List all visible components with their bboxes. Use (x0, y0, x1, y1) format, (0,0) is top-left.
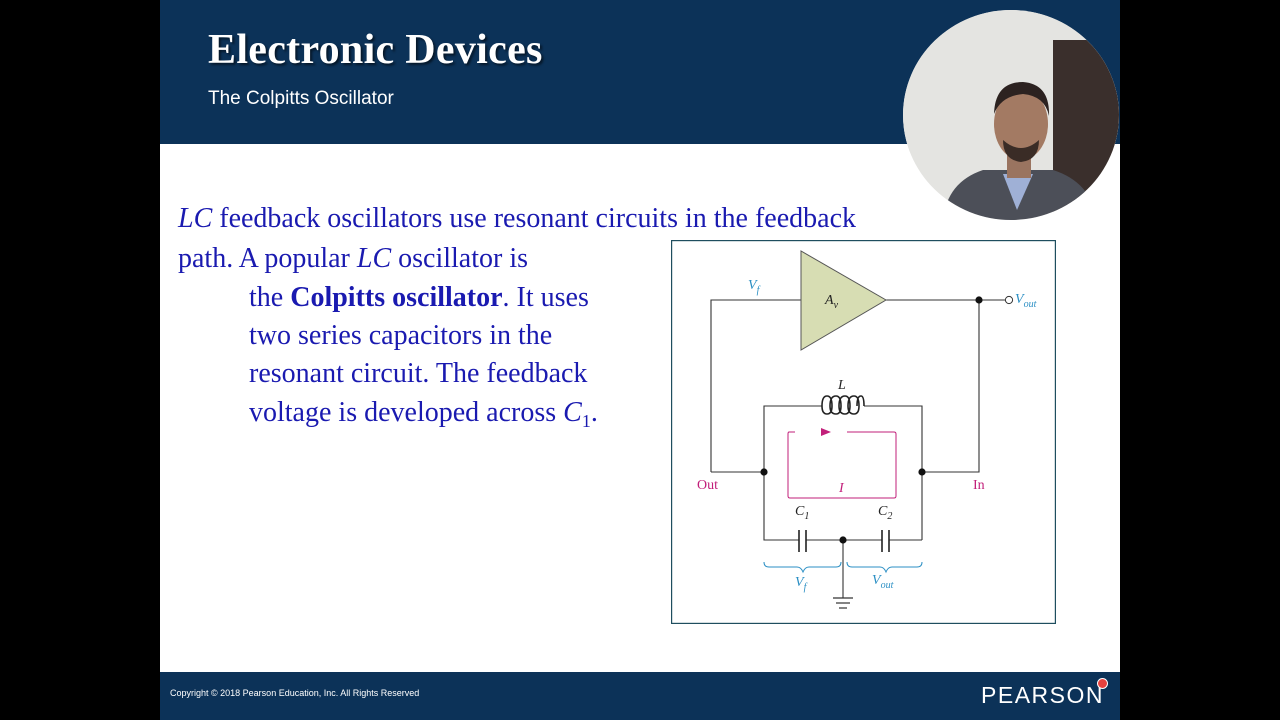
capacitor-c1 (798, 530, 807, 552)
output-terminal (1004, 295, 1014, 305)
amp-label: Av (824, 293, 839, 311)
current-arrow (821, 428, 831, 436)
inductor-label: L (837, 378, 846, 393)
slide-title: Electronic Devices (208, 27, 543, 73)
body-line-2: path. A popular LC oscillator is (178, 240, 528, 279)
body-line-6-a: voltage is developed across (249, 397, 564, 428)
presenter-webcam (903, 10, 1119, 220)
vf-bottom-label: Vf (795, 575, 808, 593)
ground-symbol (833, 597, 853, 609)
inductor-coil (821, 395, 865, 415)
pearson-logo: PEARSON (981, 682, 1104, 708)
lc-italic: LC (356, 243, 392, 274)
voltage-braces (763, 561, 923, 574)
current-loop (787, 431, 897, 499)
presenter-face (994, 88, 1048, 160)
body-line-1-text: feedback oscillators use resonant circui… (212, 203, 856, 234)
body-line-3-a: the (249, 282, 291, 313)
amplifier (800, 250, 887, 351)
c1-italic: C (563, 397, 582, 428)
vf-label: Vf (748, 278, 761, 296)
current-label: I (838, 481, 845, 496)
body-line-6: voltage is developed across C1. (249, 394, 598, 433)
out-label: Out (697, 478, 718, 493)
c2-label: C2 (878, 504, 892, 522)
body-line-1: LC feedback oscillators use resonant cir… (178, 200, 856, 239)
vout-bottom-label: Vout (872, 573, 894, 591)
presenter-beard (1003, 140, 1039, 162)
c1-label: C1 (795, 504, 809, 522)
body-line-3-b: . It uses (502, 282, 589, 313)
presenter-shirt (1003, 174, 1033, 210)
body-line-6-end: . (590, 397, 598, 428)
c1-subscript: 1 (581, 411, 591, 431)
lc-italic: LC (178, 203, 213, 234)
body-line-3: the Colpitts oscillator. It uses (249, 279, 589, 318)
body-line-4: two series capacitors in the (249, 320, 553, 351)
colpitts-term: Colpitts oscillator (290, 282, 503, 313)
junction-dots (760, 296, 983, 544)
in-label: In (973, 478, 985, 493)
presenter-hair (994, 82, 1050, 116)
body-line-2-b: oscillator is (391, 243, 528, 274)
pearson-logo-dot (1097, 678, 1108, 689)
slide-subtitle: The Colpitts Oscillator (208, 88, 394, 109)
slide-footer: Copyright © 2018 Pearson Education, Inc.… (160, 672, 1120, 720)
circuit-wires (710, 299, 1005, 598)
colpitts-circuit-diagram: Av L C1 C2 (670, 239, 1057, 625)
body-line-5: resonant circuit. The feedback (249, 358, 588, 389)
body-line-2-a: path. A popular (178, 243, 357, 274)
capacitor-c2 (881, 530, 890, 552)
copyright-text: Copyright © 2018 Pearson Education, Inc.… (170, 688, 420, 698)
vout-label: Vout (1015, 292, 1037, 310)
